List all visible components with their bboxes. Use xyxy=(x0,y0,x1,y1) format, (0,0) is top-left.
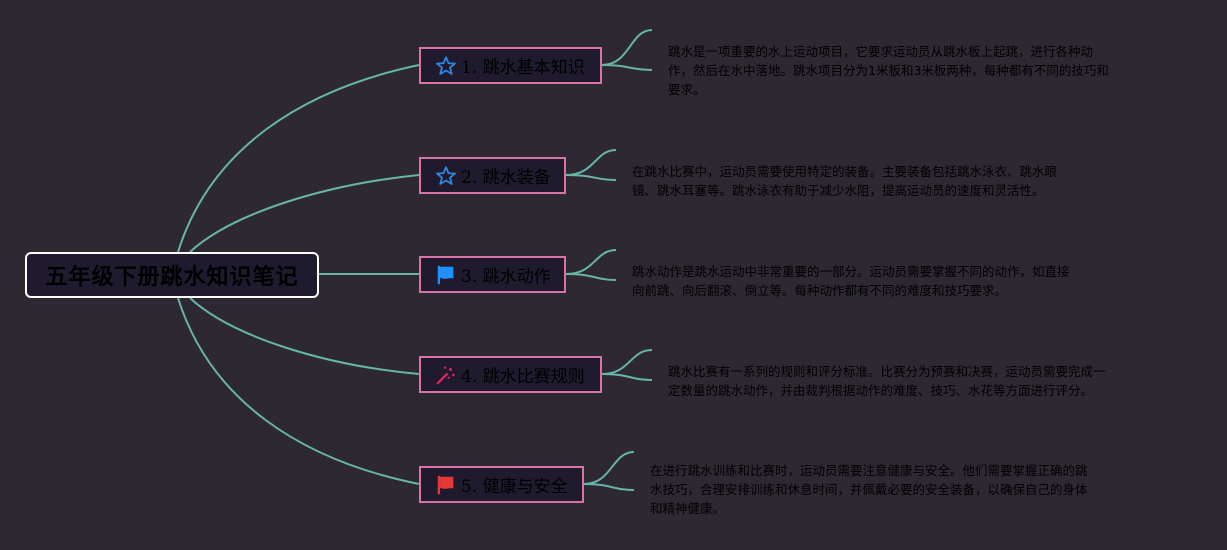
connector-topic-4-note xyxy=(601,349,653,381)
topic-4[interactable]: 4. 跳水比赛规则 xyxy=(419,356,602,393)
note-line: 跳水比赛有一系列的规则和评分标准。比赛分为预赛和决赛，运动员需要完成一 xyxy=(668,364,1106,379)
connector-root-topic-1 xyxy=(177,64,420,253)
topic-1[interactable]: 1. 跳水基本知识 xyxy=(419,47,602,84)
connector-topic-2-note xyxy=(565,149,617,181)
note-line: 和精神健康。 xyxy=(650,501,726,516)
note-line: 水技巧，合理安排训练和休息时间，并佩戴必要的安全装备，以确保自己的身体 xyxy=(650,482,1088,497)
note-line: 向前跳、向后翻滚、倒立等。每种动作都有不同的难度和技巧要求。 xyxy=(632,283,1008,298)
connector-root-topic-2 xyxy=(189,174,420,253)
topic-5[interactable]: 5. 健康与安全 xyxy=(419,466,584,503)
note-line: 在进行跳水训练和比赛时，运动员需要注意健康与安全。他们需要掌握正确的跳 xyxy=(650,463,1088,478)
note-line: 跳水是一项重要的水上运动项目，它要求运动员从跳水板上起跳，进行各种动 xyxy=(668,44,1094,59)
topic-2-note: 在跳水比赛中，运动员需要使用特定的装备。主要装备包括跳水泳衣、跳水眼 镜、跳水耳… xyxy=(632,162,1057,200)
note-line: 定数量的跳水动作，并由裁判根据动作的难度、技巧、水花等方面进行评分。 xyxy=(668,383,1094,398)
topic-4-note: 跳水比赛有一系列的规则和评分标准。比赛分为预赛和决赛，运动员需要完成一 定数量的… xyxy=(668,362,1106,400)
topic-1-note: 跳水是一项重要的水上运动项目，它要求运动员从跳水板上起跳，进行各种动 作，然后在… xyxy=(668,42,1109,99)
connector-topic-1-note xyxy=(601,29,653,71)
note-line: 镜、跳水耳塞等。跳水泳衣有助于减少水阻，提高运动员的速度和灵活性。 xyxy=(632,183,1045,198)
red-flag-icon xyxy=(435,474,457,496)
note-line: 作，然后在水中落地。跳水项目分为1米板和3米板两种，每种都有不同的技巧和 xyxy=(668,63,1109,78)
topic-3-label: 3. 跳水动作 xyxy=(461,267,551,287)
sparkle-icon xyxy=(435,364,457,386)
topic-1-label: 1. 跳水基本知识 xyxy=(461,58,585,78)
topic-2-label: 2. 跳水装备 xyxy=(461,168,551,188)
blue-flag-icon xyxy=(435,264,457,286)
star-icon xyxy=(435,165,457,187)
topic-5-note: 在进行跳水训练和比赛时，运动员需要注意健康与安全。他们需要掌握正确的跳 水技巧，… xyxy=(650,461,1088,518)
star-icon xyxy=(435,55,457,77)
connector-root-topic-5 xyxy=(177,297,420,485)
topic-3-note: 跳水动作是跳水运动中非常重要的一部分。运动员需要掌握不同的动作，如直接 向前跳、… xyxy=(632,262,1070,300)
topic-2[interactable]: 2. 跳水装备 xyxy=(419,157,566,194)
note-line: 跳水动作是跳水运动中非常重要的一部分。运动员需要掌握不同的动作，如直接 xyxy=(632,264,1070,279)
note-line: 在跳水比赛中，运动员需要使用特定的装备。主要装备包括跳水泳衣、跳水眼 xyxy=(632,164,1058,179)
connector-topic-5-note xyxy=(583,451,635,491)
connector-topic-3-note xyxy=(565,249,617,281)
note-line: 要求。 xyxy=(668,82,706,97)
connector-root-topic-4 xyxy=(189,297,420,375)
topic-4-label: 4. 跳水比赛规则 xyxy=(461,367,585,387)
topic-5-label: 5. 健康与安全 xyxy=(461,477,568,497)
topic-3[interactable]: 3. 跳水动作 xyxy=(419,256,566,293)
root-title: 五年级下册跳水知识笔记 xyxy=(45,265,299,290)
root-topic[interactable]: 五年级下册跳水知识笔记 xyxy=(25,252,319,298)
